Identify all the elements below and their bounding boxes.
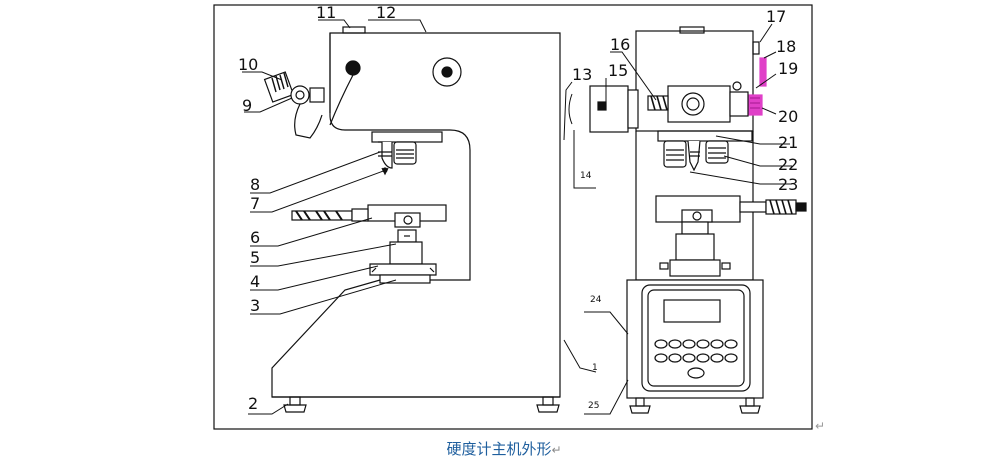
front-view [263,26,561,413]
side-turret [657,130,753,142]
label-20: 20 [778,107,798,126]
label-21: 21 [778,133,798,152]
label-15: 15 [608,61,628,80]
turret [371,131,443,143]
caption-return-mark: ↵ [551,443,562,457]
display-screen [663,299,721,323]
label-12: 12 [376,3,396,22]
paragraph-end-mark: ↵ [815,419,826,433]
label-18: 18 [776,37,796,56]
label-3: 3 [250,296,260,315]
label-11: 11 [316,3,336,22]
label-10: 10 [238,55,258,74]
label-6: 6 [250,228,260,247]
label-17: 17 [766,7,786,26]
label-24: 24 [590,295,602,305]
left-micrometer [291,208,369,222]
label-13: 13 [572,65,592,84]
label-7: 7 [250,194,260,213]
label-19: 19 [778,59,798,78]
label-1: 1 [592,363,598,373]
eyepiece-side [589,85,629,133]
front-body-outline [271,32,561,398]
side-leaders [573,23,792,415]
eyepiece-assembly [263,71,325,139]
label-16: 16 [610,35,630,54]
keypad [654,339,738,379]
pink-knob-18 [759,57,767,87]
optical-block [667,85,731,123]
black-knob [345,60,361,76]
label-23: 23 [778,175,798,194]
label-14: 14 [580,171,592,181]
figure-caption: 硬度计主机外形↵ [0,438,1008,459]
label-4: 4 [250,272,260,291]
label-22: 22 [778,155,798,174]
front-labels: 2 3 4 5 6 7 8 9 10 11 12 1 [238,3,598,413]
top-knob [342,26,366,34]
front-feet [283,396,560,413]
label-9: 9 [242,96,252,115]
lead-screw-nut [369,263,437,276]
label-5: 5 [250,248,260,267]
side-labels: 13 14 15 16 17 18 19 20 21 22 23 24 25 [572,7,798,411]
side-view [568,26,807,414]
round-knob [432,57,462,87]
label-8: 8 [250,175,260,194]
label-25: 25 [588,401,599,411]
caption-text: 硬度计主机外形 [446,440,552,458]
objective [393,141,417,165]
front-leaders [242,19,597,415]
label-2: 2 [248,394,258,413]
drawing-frame [213,4,813,430]
